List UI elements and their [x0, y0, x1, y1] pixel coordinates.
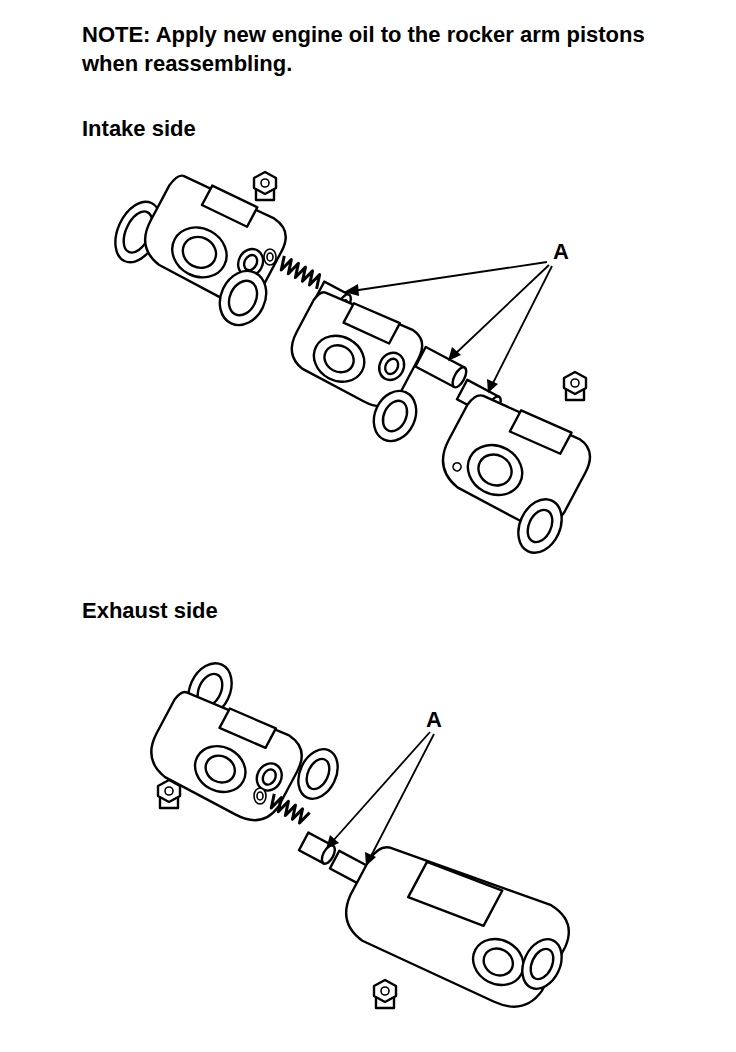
washer [224, 276, 263, 320]
small-washer [257, 792, 263, 800]
rocker-arm [140, 680, 310, 831]
washer [302, 755, 334, 792]
washer [366, 384, 424, 448]
small-washer [264, 249, 276, 265]
small-washer [254, 788, 266, 804]
rocker-arm [134, 166, 294, 313]
washer [378, 397, 411, 435]
rocker-arm [334, 820, 579, 1026]
spring [278, 256, 323, 289]
spring [268, 794, 310, 825]
section-heading: Intake side [82, 116, 382, 142]
section-heading: Exhaust side [82, 598, 382, 624]
leader-lines [326, 732, 434, 866]
note-text: NOTE: Apply new engine oil to the rocker… [82, 20, 702, 78]
adjusting-nut [158, 780, 180, 808]
washer [523, 506, 557, 546]
washer [526, 945, 558, 982]
callout-letter: A [553, 240, 569, 264]
washer [515, 933, 570, 995]
small-washer [267, 253, 273, 261]
adjusting-nut [374, 980, 396, 1008]
washer [291, 743, 346, 805]
leader-lines [344, 262, 552, 393]
rocker-arm [431, 383, 599, 537]
piston [415, 347, 469, 389]
washer [510, 492, 570, 560]
washer [211, 263, 275, 332]
adjusting-nut [564, 372, 586, 400]
callout-letter: A [426, 708, 442, 732]
adjusting-nut [254, 172, 276, 200]
